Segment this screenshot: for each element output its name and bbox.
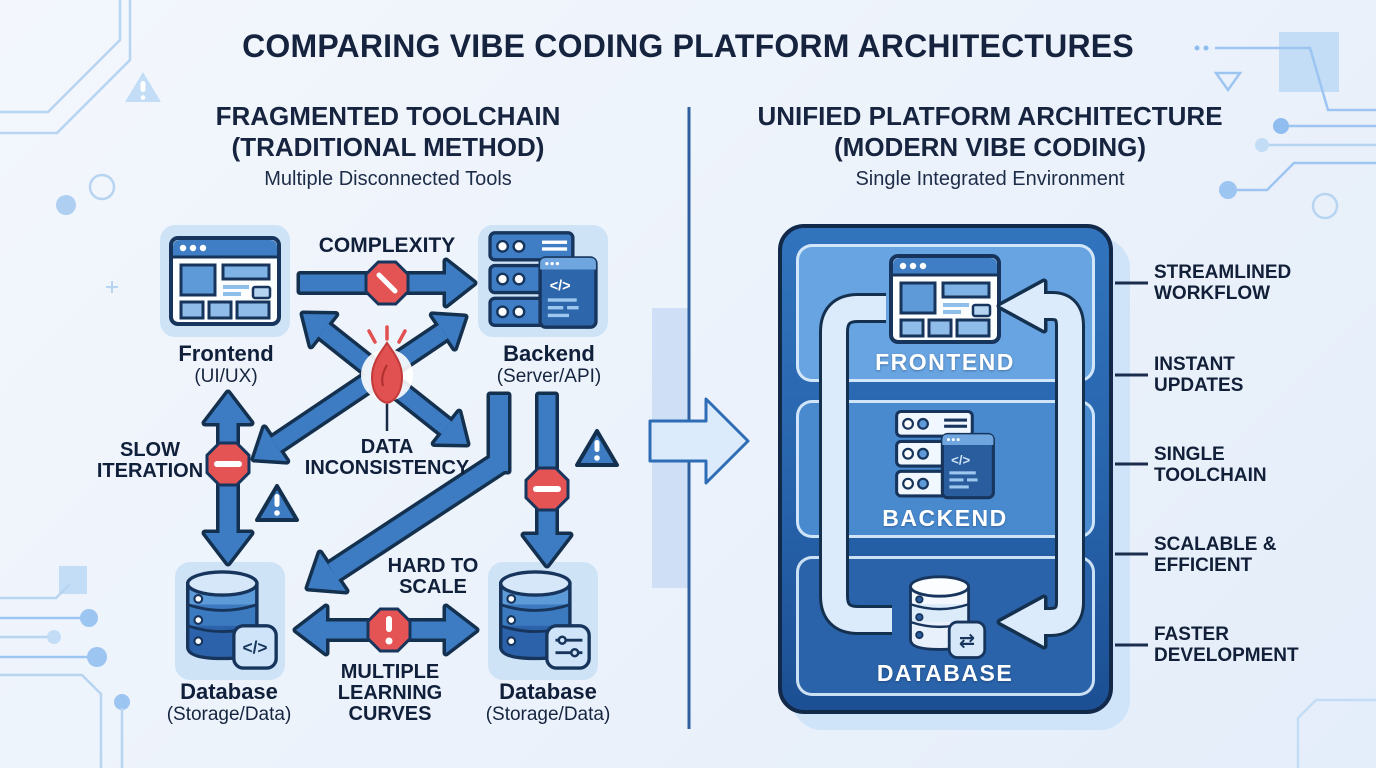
code-glyph: </> [951,452,970,467]
backend-layer-label: BACKEND [882,505,1008,531]
backend-label: Backend (Server/API) [496,341,602,388]
slow-iteration-label: SLOW ITERATION [96,439,204,482]
circuit-traces-bottom-right [1296,698,1376,768]
backend-card: </> [478,225,608,337]
code-glyph: </> [550,279,571,295]
database-sync-icon: ⇄ [909,575,987,659]
frontend-layer-label: FRONTEND [875,349,1015,375]
server-stack-icon: </> [488,231,598,329]
left-subheading: Multiple Disconnected Tools [264,168,512,190]
database-left-card: </> [175,562,285,680]
benefit-faster-development: FASTER DEVELOPMENT [1154,624,1299,666]
server-stack-icon: </> [895,409,995,500]
panel-database-icon-wrap: ⇄ [900,572,992,664]
browser-window-icon [889,254,1001,344]
circuit-traces-top-right [1194,32,1376,220]
panel-backend-icon-wrap: </> [891,408,999,503]
database-left-label: Database (Storage/Data) [166,679,292,726]
decor-dot [56,195,76,215]
left-column-heading: FRAGMENTED TOOLCHAIN (TRADITIONAL METHOD… [110,101,666,191]
decor-circle [88,173,116,201]
browser-window-icon [169,236,281,326]
sliders-glyph [555,635,583,658]
benefit-single-toolchain: SINGLE TOOLCHAIN [1154,444,1267,486]
divider-band [652,308,688,588]
benefit-scalable-efficient: SCALABLE & EFFICIENT [1154,534,1277,576]
sync-glyph: ⇄ [959,629,975,652]
sparkle-icon [106,281,118,293]
frontend-card [160,225,290,337]
right-subheading: Single Integrated Environment [855,168,1125,190]
circuit-traces-top-left [0,0,132,135]
right-column-heading: UNIFIED PLATFORM ARCHITECTURE (MODERN VI… [710,101,1270,191]
complexity-label: COMPLEXITY [318,234,456,257]
page-title: COMPARING VIBE CODING PLATFORM ARCHITECT… [242,28,1134,64]
circuit-traces-bottom-left [0,566,130,768]
code-glyph: </> [242,638,267,658]
hard-to-scale-label: HARD TO SCALE [387,555,479,598]
database-icon: </> [186,570,278,670]
left-heading-line1: FRAGMENTED TOOLCHAIN [215,101,561,131]
benefit-instant-updates: INSTANT UPDATES [1154,354,1244,396]
benefit-streamlined-workflow: STREAMLINED WORKFLOW [1154,262,1292,304]
warning-watermark-icon [125,72,161,102]
frontend-label: Frontend (UI/UX) [178,341,274,388]
left-heading-line2: (TRADITIONAL METHOD) [231,132,545,162]
database-layer-label: DATABASE [876,660,1014,686]
right-heading-line2: (MODERN VIBE CODING) [834,132,1146,162]
right-heading-line1: UNIFIED PLATFORM ARCHITECTURE [757,101,1223,131]
database-right-label: Database (Storage/Data) [485,679,611,726]
database-settings-icon [499,570,591,670]
panel-frontend-icon-wrap [889,254,1001,344]
multiple-learning-curves-label: MULTIPLE LEARNING CURVES [337,661,443,725]
data-inconsistency-label: DATA INCONSISTENCY [304,436,470,479]
